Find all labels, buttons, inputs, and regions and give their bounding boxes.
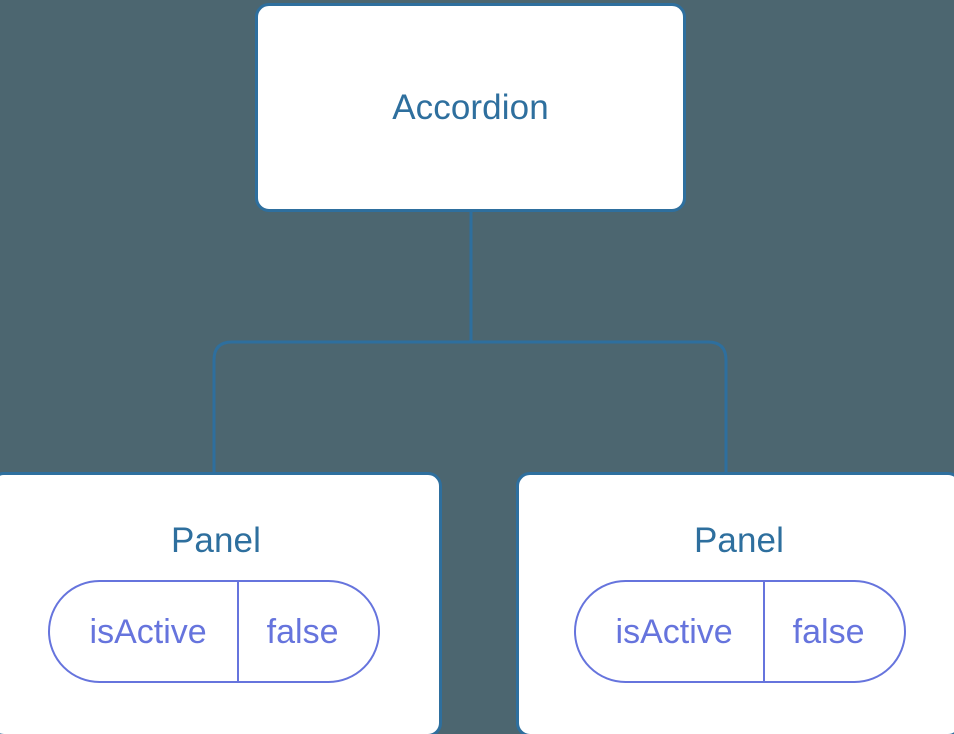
edge-to-panel-1	[471, 340, 728, 474]
node-accordion[interactable]: Accordion	[255, 3, 686, 212]
node-panel-1-label: Panel	[693, 521, 785, 560]
state-key-panel-1: isActive	[576, 582, 765, 681]
state-value-panel-0: false	[266, 612, 339, 651]
state-pill-panel-0[interactable]: isActive false	[47, 580, 381, 683]
state-value-panel-1: false	[792, 612, 865, 651]
state-key-panel-0: isActive	[50, 582, 239, 681]
edge-to-panel-0	[212, 340, 471, 474]
state-pill-panel-1[interactable]: isActive false	[573, 580, 907, 683]
node-panel-0[interactable]: Panel isActive false	[0, 472, 442, 734]
node-panel-0-label: Panel	[170, 521, 262, 560]
node-panel-1[interactable]: Panel isActive false	[516, 472, 954, 734]
node-accordion-label: Accordion	[392, 88, 549, 127]
